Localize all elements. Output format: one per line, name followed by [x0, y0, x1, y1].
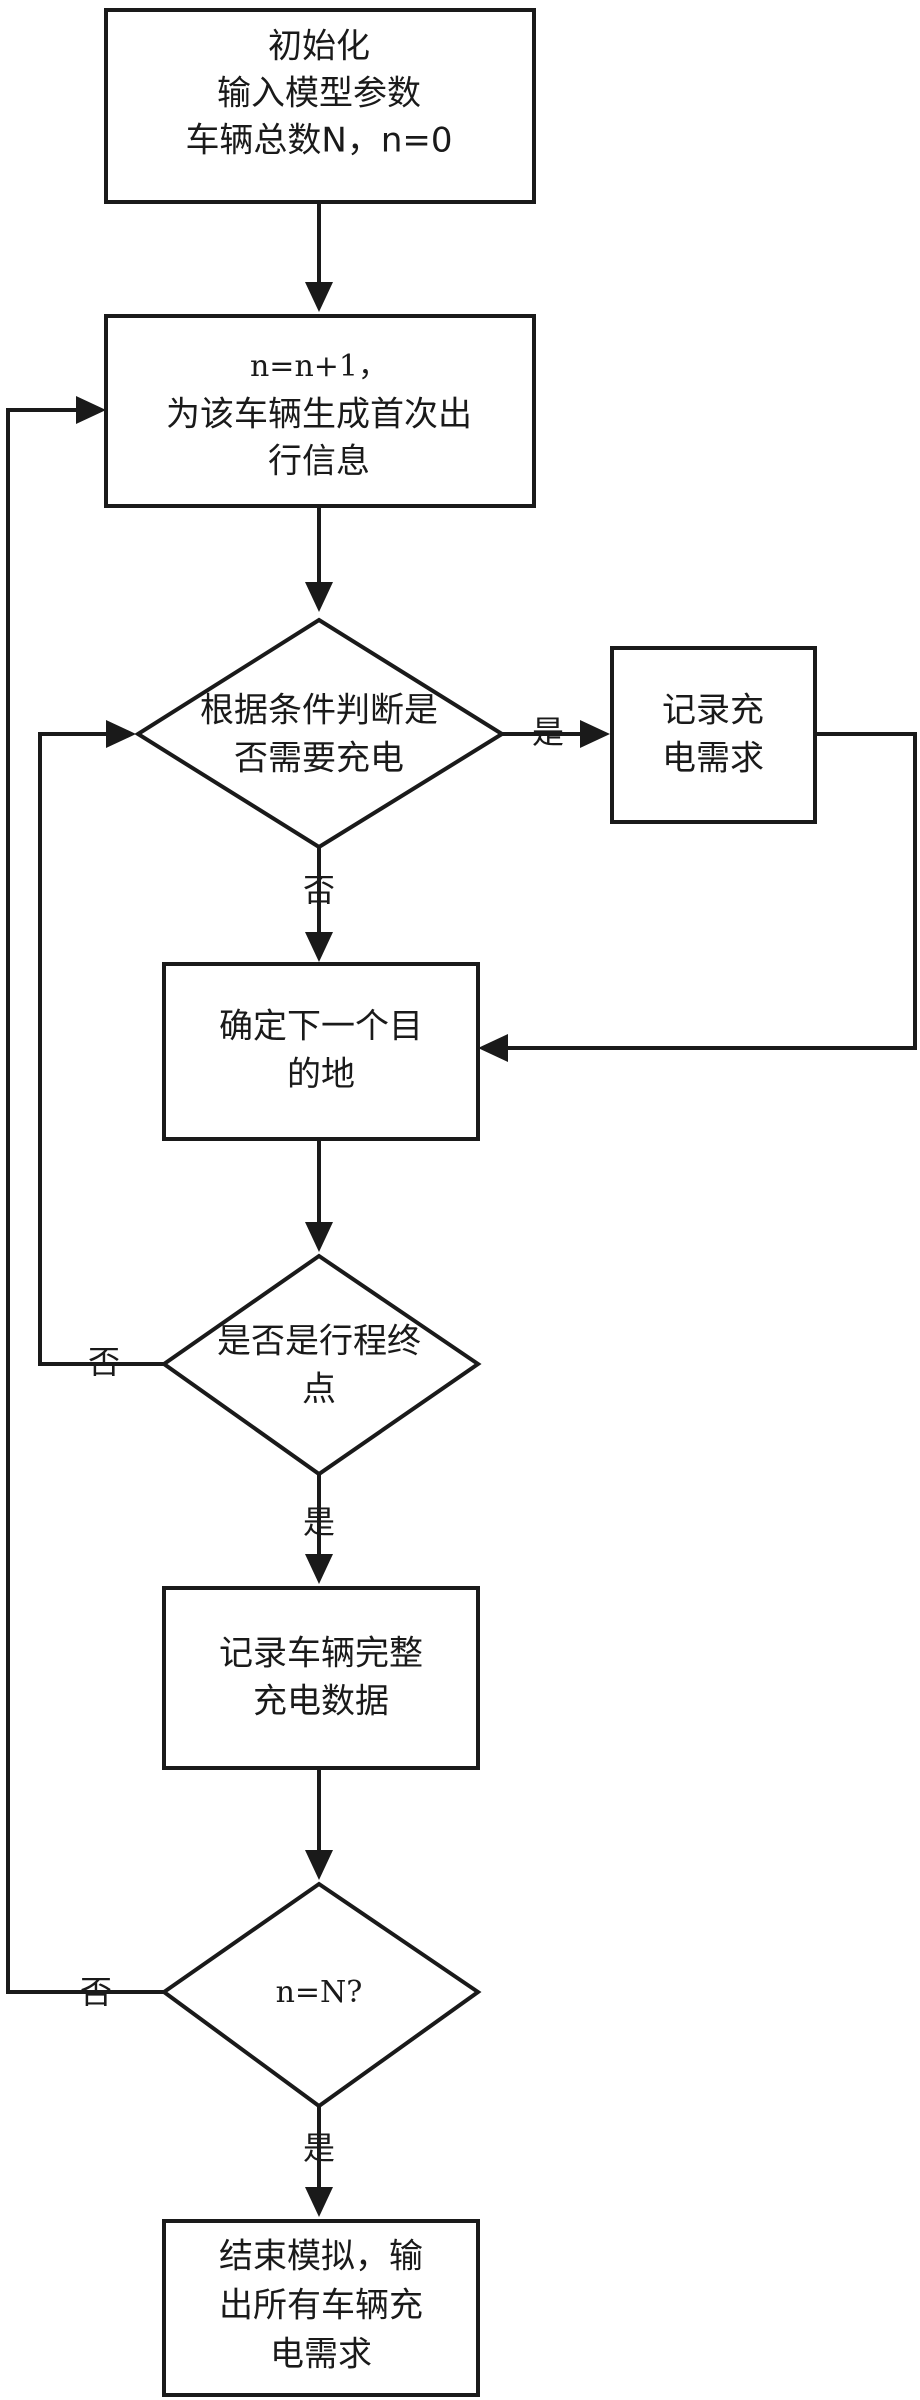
node-check-n: n=N?: [160, 1881, 482, 2109]
node-first-trip-line-1: n=n+1，: [250, 349, 388, 384]
node-init-line-2: 输入模型参数: [217, 74, 421, 114]
node-check-n-line-1: n=N?: [276, 1975, 363, 2010]
edges: [6, 202, 917, 2217]
node-init-box: [104, 8, 536, 204]
node-first-trip-line-2: 为该车辆生成首次出: [166, 395, 472, 435]
node-record-full-box: [162, 1586, 480, 1770]
node-first-trip-line-3: 行信息: [268, 442, 370, 482]
edge-label-check-n-yes: 是: [303, 2129, 335, 2167]
node-record-demand-line-1: 记录充: [662, 691, 764, 731]
node-next-dest: 确定下一个目 的地: [162, 962, 480, 1141]
arrowhead-check-n-to-first-trip: [76, 396, 106, 424]
edge-label-trip-end-no: 否: [88, 1343, 120, 1381]
node-need-charge-diamond: [134, 617, 506, 850]
node-record-demand-box: [610, 646, 817, 824]
arrowhead-init-to-first-trip: [305, 282, 333, 312]
edge-label-charge-yes: 是: [532, 713, 564, 751]
edge-record-demand-to-next-dest: [500, 732, 917, 1050]
node-record-demand: 记录充 电需求: [610, 646, 817, 824]
arrowhead-trip-end-to-need-charge: [106, 720, 136, 748]
arrowhead-first-trip-to-need-charge: [305, 582, 333, 612]
edge-label-trip-end-yes: 是: [303, 1503, 335, 1541]
node-trip-end-line-2: 点: [302, 1370, 336, 1410]
node-finish-line-2: 出所有车辆充: [219, 2286, 423, 2326]
edge-check-n-to-first-trip: [6, 408, 164, 1994]
node-need-charge-line-2: 否需要充电: [234, 739, 404, 779]
node-next-dest-line-1: 确定下一个目: [219, 1007, 423, 1047]
edge-trip-end-to-need-charge: [38, 732, 164, 1366]
node-record-full-line-1: 记录车辆完整: [219, 1634, 423, 1674]
edge-labels: 是 否 否 是 否 是: [80, 713, 564, 2167]
node-first-trip: n=n+1， 为该车辆生成首次出 行信息: [104, 314, 536, 508]
edge-label-check-n-no: 否: [80, 1973, 112, 2011]
arrowhead-check-n-to-finish: [305, 2187, 333, 2217]
edge-label-charge-no: 否: [303, 871, 335, 909]
node-record-full: 记录车辆完整 充电数据: [162, 1586, 480, 1770]
node-finish-line-1: 结束模拟，输: [219, 2237, 423, 2277]
node-need-charge-line-1: 根据条件判断是: [200, 691, 438, 731]
node-finish-box: [162, 2219, 480, 2397]
arrowhead-need-charge-to-next-dest: [305, 932, 333, 962]
arrowhead-next-dest-to-trip-end: [305, 1222, 333, 1252]
arrowhead-record-full-to-check-n: [305, 1850, 333, 1880]
node-trip-end-diamond: [160, 1253, 482, 1477]
node-check-n-diamond: [160, 1881, 482, 2109]
node-init: 初始化 输入模型参数 车辆总数N，n=0: [104, 8, 536, 204]
node-init-line-3: 车辆总数N，n=0: [185, 121, 452, 161]
node-init-line-1: 初始化: [268, 27, 370, 67]
arrowhead-record-demand-to-next-dest: [478, 1034, 508, 1062]
arrowhead-need-charge-to-record-demand: [580, 720, 610, 748]
node-record-demand-line-2: 电需求: [662, 739, 764, 779]
node-next-dest-line-2: 的地: [287, 1055, 355, 1095]
arrowhead-trip-end-to-record-full: [305, 1554, 333, 1584]
node-finish-line-3: 电需求: [270, 2335, 372, 2375]
node-trip-end: 是否是行程终 点: [160, 1253, 482, 1477]
node-next-dest-box: [162, 962, 480, 1141]
node-finish: 结束模拟，输 出所有车辆充 电需求: [162, 2219, 480, 2397]
node-trip-end-line-1: 是否是行程终: [217, 1322, 421, 1362]
node-need-charge: 根据条件判断是 否需要充电: [134, 617, 506, 850]
node-first-trip-box: [104, 314, 536, 508]
node-record-full-line-2: 充电数据: [253, 1682, 389, 1722]
